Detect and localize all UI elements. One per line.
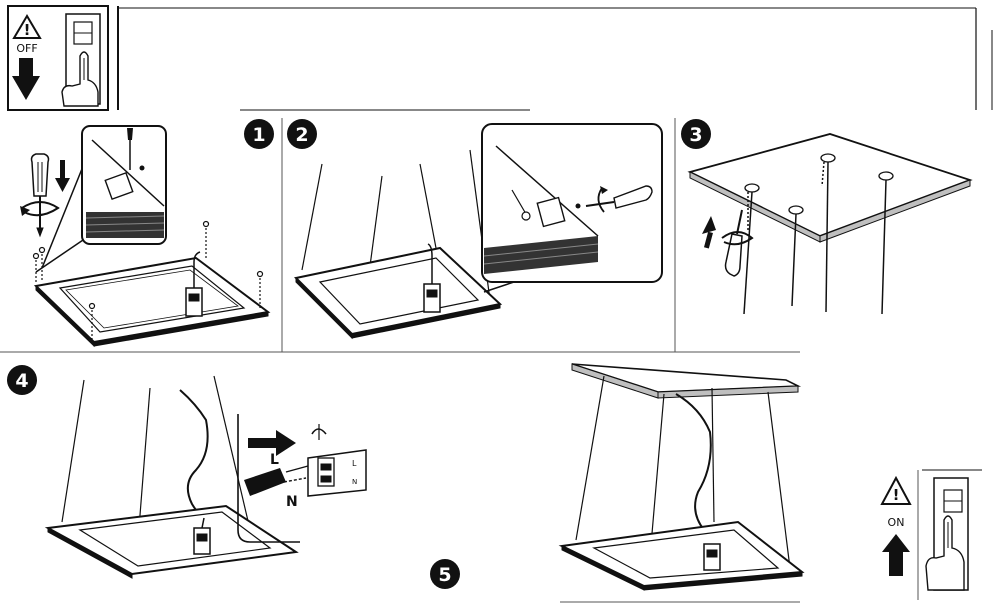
terminal-l-label: L [352, 459, 357, 468]
power-cable [179, 389, 209, 519]
driver-box [703, 543, 721, 571]
svg-text:1: 1 [252, 124, 265, 146]
arrow-right-icon [248, 430, 296, 456]
led-panel [293, 246, 503, 340]
power-off-warning: ! OFF [7, 5, 109, 111]
hand-pressing-icon [925, 515, 965, 591]
ceiling-slab [687, 133, 973, 243]
step-2-panel [293, 123, 663, 340]
step-1-zoom-callout [35, 125, 167, 273]
step-badge-4: 4 [7, 365, 37, 395]
power-cable [675, 393, 713, 545]
svg-text:!: ! [893, 486, 900, 504]
svg-text:5: 5 [438, 564, 451, 586]
svg-text:2: 2 [295, 124, 308, 146]
step-3-panel [687, 133, 973, 315]
wire-ends [244, 465, 309, 496]
svg-text:3: 3 [689, 124, 702, 146]
screwdriver-icon [613, 185, 653, 209]
svg-text:4: 4 [15, 370, 28, 392]
panel-screws [32, 220, 264, 340]
driver-box [423, 243, 441, 313]
arrow-down-icon [55, 160, 70, 192]
step-badge-5: 5 [430, 559, 460, 589]
led-panel [558, 520, 805, 591]
warning-triangle-icon [880, 475, 912, 505]
led-panel [33, 256, 271, 348]
arrow-up-icon [882, 534, 910, 576]
warning-triangle-icon [12, 14, 42, 39]
on-label: ON [888, 516, 905, 529]
screwdriver-icon [30, 153, 50, 238]
step-5-panel [558, 363, 805, 591]
top-frame-lines [117, 6, 993, 111]
live-wire-label: L [270, 452, 279, 468]
wiring-detail: L N L N [237, 414, 367, 543]
step-1-panel [20, 125, 271, 348]
neutral-wire-label: N [286, 494, 298, 510]
rotate-arrow-icon [597, 187, 605, 213]
led-panel [44, 504, 299, 579]
arrow-down-icon [12, 58, 40, 100]
svg-text:!: ! [24, 21, 31, 39]
terminal-block [307, 449, 367, 497]
arrow-up-icon [702, 216, 716, 249]
step-2-zoom-callout [481, 123, 663, 293]
panel-dividers [0, 118, 919, 603]
step-badge-3: 3 [681, 119, 711, 149]
power-on-warning: ! ON [880, 469, 982, 591]
terminal-n-label: N [352, 478, 357, 486]
step-badge-2: 2 [287, 119, 317, 149]
step-badge-1: 1 [244, 119, 274, 149]
driver-box [185, 251, 203, 317]
driver-box [193, 517, 211, 555]
suspension-wires [575, 375, 791, 581]
rotate-arrow-icon [21, 201, 60, 217]
hand-pressing-icon [61, 51, 99, 107]
off-label: OFF [16, 42, 37, 55]
rotate-arrow-icon [721, 231, 754, 246]
step-4-panel: L N L N [44, 375, 367, 579]
ceiling-slab [571, 363, 802, 399]
suspension-wires [743, 161, 887, 315]
